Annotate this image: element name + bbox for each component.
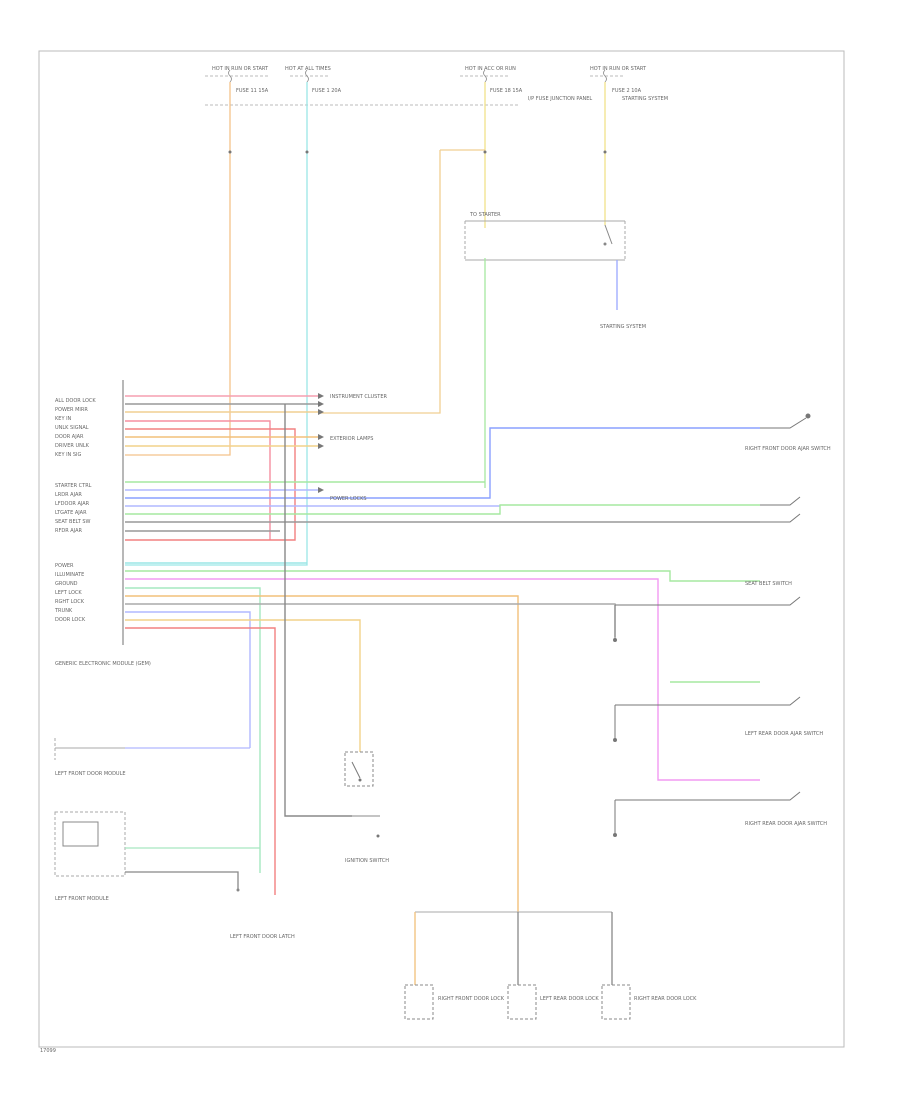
left-lower-components: LEFT FRONT DOOR MODULE LEFT FRONT MODULE…	[54, 738, 295, 940]
switch-symbol-6	[615, 791, 801, 801]
switch-symbol-3	[760, 513, 801, 523]
fuse-2-label: FUSE 1 20A	[312, 88, 342, 94]
fuse-1-label: FUSE 11 15A	[236, 88, 269, 94]
gem-pin-label: DRIVER UNLK	[55, 443, 90, 449]
fuse-block-1-label: HOT IN RUN OR START	[212, 66, 269, 72]
gem-pin-label: ALL DOOR LOCK	[55, 398, 96, 404]
gem-pin-label: TRUNK	[54, 608, 73, 614]
left-rear-door-ajar-label: LEFT REAR DOOR AJAR SWITCH	[745, 731, 823, 737]
gem-pin-label: KEY IN	[55, 416, 72, 422]
right-rear-door-ajar-label: RIGHT REAR DOOR AJAR SWITCH	[745, 821, 827, 827]
fuse-block-area: HOT IN RUN OR START HOT AT ALL TIMES HOT…	[205, 66, 668, 106]
power-locks-label: POWER LOCKS	[330, 496, 367, 502]
exterior-lamps-label: EXTERIOR LAMPS	[330, 436, 373, 442]
gem-pin-label: LFDOOR AJAR	[55, 501, 90, 507]
ignition-switch-label: IGNITION SWITCH	[345, 858, 389, 864]
left-front-module-motor-label: LEFT FRONT MODULE	[55, 896, 109, 902]
gem-pin-label: LTGATE AJAR	[55, 510, 87, 516]
right-front-door-ajar-label: RIGHT FRONT DOOR AJAR SWITCH	[745, 446, 831, 452]
switch-symbol-5	[615, 696, 801, 706]
fuse-3-label: FUSE 18 15A	[490, 88, 523, 94]
starter-relay: TO STARTER STARTING SYSTEM	[464, 212, 646, 488]
gem-module: GENERIC ELECTRONIC MODULE (GEM)	[55, 380, 151, 667]
gem-pin-label: RFDR AJAR	[55, 528, 82, 534]
gem-pin-label: UNLK SIGNAL	[55, 425, 89, 431]
right-front-door-lock-label: RIGHT FRONT DOOR LOCK	[438, 996, 505, 1002]
switch-symbol-4	[615, 596, 801, 606]
gem-pin-label: LRDR AJAR	[55, 492, 82, 498]
gem-pin-label: STARTER CTRL	[55, 483, 92, 489]
arrow-connectors	[318, 393, 324, 493]
right-labels: RIGHT FRONT DOOR AJAR SWITCH SEAT BELT S…	[330, 394, 831, 827]
i-p-fuse-box-label: I/P FUSE JUNCTION PANEL	[528, 96, 592, 102]
left-front-door-latch-label: LEFT FRONT DOOR LATCH	[230, 934, 295, 940]
fuse-4-label: FUSE 2 10A	[612, 88, 642, 94]
gem-pin-label: ILLUMINATE	[55, 572, 84, 578]
gem-wires-group-1	[125, 395, 318, 541]
right-switches	[613, 413, 811, 837]
left-rear-door-lock-label: LEFT REAR DOOR LOCK	[540, 996, 599, 1002]
fuse-symbol-1	[228, 69, 232, 83]
switch-symbol-2	[760, 496, 801, 506]
page-code: 17099	[40, 1048, 56, 1054]
gem-pin-label: POWER MIRR	[55, 407, 88, 413]
left-front-door-module-label: LEFT FRONT DOOR MODULE	[55, 771, 126, 777]
instrument-cluster-label: INSTRUMENT CLUSTER	[330, 394, 388, 400]
fuse-symbol-4	[603, 69, 607, 83]
gem-pin-label: POWER	[55, 563, 74, 569]
fuse-symbol-3	[483, 69, 487, 83]
gem-pin-label: SEAT BELT SW	[55, 519, 91, 525]
fuse-symbol-2	[305, 69, 309, 83]
gem-pin-label: DOOR LOCK	[55, 617, 86, 623]
splice-dots	[228, 150, 607, 154]
gem-pin-label: LEFT LOCK	[55, 590, 82, 596]
diagram-border	[38, 50, 845, 1048]
seat-belt-switch: IGNITION SWITCH	[344, 751, 389, 864]
fuse-symbols	[228, 69, 607, 83]
wire-cyan	[125, 82, 308, 566]
switch-symbol-1	[760, 417, 807, 429]
gem-pin-labels: ALL DOOR LOCK POWER MIRR KEY IN UNLK SIG…	[54, 398, 96, 623]
gem-pin-label: GROUND	[55, 581, 78, 587]
gem-wires-group-3	[125, 562, 760, 912]
starting-system-label: STARTING SYSTEM	[600, 324, 646, 330]
starting-system-top-label: STARTING SYSTEM	[622, 96, 668, 102]
gem-pin-label: DOOR AJAR	[55, 434, 84, 440]
right-rear-door-lock-label: RIGHT REAR DOOR LOCK	[634, 996, 697, 1002]
ground-wire	[284, 404, 352, 817]
gem-pin-label: KEY IN SIG	[55, 452, 82, 458]
wire-orange	[125, 82, 231, 456]
fuse-block-3-label: HOT IN ACC OR RUN	[465, 66, 516, 72]
seat-belt-switch-label: SEAT BELT SWITCH	[745, 581, 792, 587]
fuse-block-4-label: HOT IN RUN OR START	[590, 66, 647, 72]
wire-tan	[320, 149, 485, 414]
bottom-door-locks: RIGHT FRONT DOOR LOCK LEFT REAR DOOR LOC…	[404, 911, 697, 1020]
vertical-wires	[125, 82, 606, 566]
gem-label: GENERIC ELECTRONIC MODULE (GEM)	[55, 661, 151, 667]
gem-wires-group-2	[125, 427, 760, 532]
fuse-block-2-label: HOT AT ALL TIMES	[285, 66, 331, 72]
gem-pin-label: RGHT LOCK	[55, 599, 85, 605]
to-starter-label: TO STARTER	[469, 212, 501, 218]
